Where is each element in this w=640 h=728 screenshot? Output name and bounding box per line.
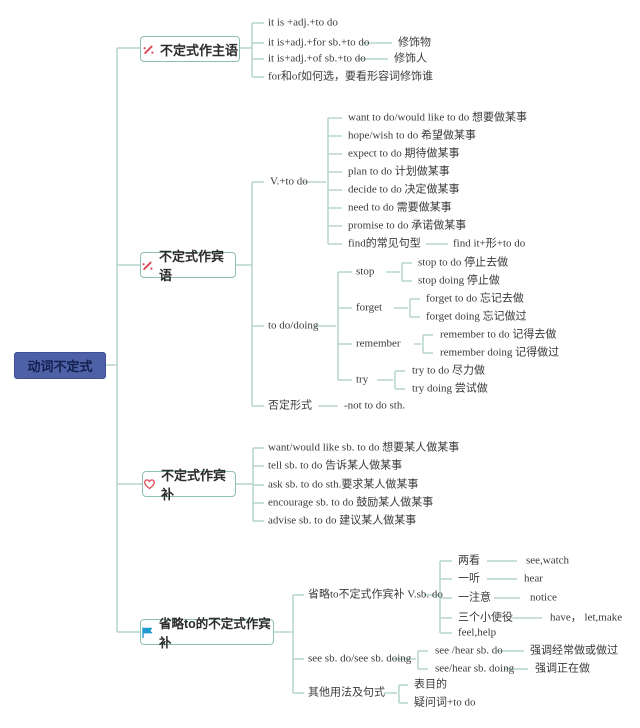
tree-node[interactable]: forget doing 忘记做过 bbox=[426, 310, 527, 323]
tree-node-note[interactable]: 修饰人 bbox=[394, 52, 427, 65]
tree-node[interactable]: need to do 需要做某事 bbox=[348, 201, 452, 214]
tree-node[interactable]: see /hear sb. do bbox=[435, 644, 503, 657]
tree-node-note[interactable]: hear bbox=[524, 572, 543, 585]
tree-node-note[interactable]: see,watch bbox=[526, 554, 570, 567]
root-node[interactable]: 动词不定式 bbox=[14, 352, 106, 379]
tree-node[interactable]: it is+adj.+of sb.+to do bbox=[268, 52, 366, 65]
branch-omit-to-infinitive-complement[interactable]: 省略to的不定式作宾补 bbox=[140, 617, 274, 650]
tree-node[interactable]: V.+to do bbox=[270, 175, 308, 188]
tree-node[interactable]: 表目的 bbox=[414, 678, 447, 691]
tree-node[interactable]: decide to do 决定做某事 bbox=[348, 183, 460, 196]
branch-infinitive-as-object-complement[interactable]: 不定式作宾补 bbox=[142, 468, 236, 502]
tree-node[interactable]: plan to do 计划做某事 bbox=[348, 165, 450, 178]
branch-label: 不定式作宾语 bbox=[159, 249, 225, 283]
tree-node[interactable]: for和of如何选，要看形容词修饰谁 bbox=[268, 70, 433, 83]
tree-node-note[interactable]: 强调正在做 bbox=[535, 662, 590, 675]
tree-node[interactable]: remember doing 记得做过 bbox=[440, 346, 560, 359]
tree-node[interactable]: tell sb. to do 告诉某人做某事 bbox=[268, 459, 403, 472]
tree-node[interactable]: 其他用法及句式 bbox=[308, 686, 385, 699]
tree-node[interactable]: to do/doing bbox=[268, 319, 319, 332]
tree-node[interactable]: forget to do 忘记去做 bbox=[426, 292, 524, 305]
tree-node[interactable]: encourage sb. to do 鼓励某人做某事 bbox=[268, 496, 434, 509]
root-node-label: 动词不定式 bbox=[27, 359, 93, 374]
tree-node[interactable]: ask sb. to do sth.要求某人做某事 bbox=[268, 478, 419, 491]
branch-label: 省略to的不定式作宾补 bbox=[159, 617, 271, 650]
tree-node[interactable]: 三个小使役 bbox=[458, 611, 513, 624]
tree-node[interactable]: it is+adj.+for sb.+to do bbox=[268, 36, 370, 49]
branch-infinitive-as-object[interactable]: 不定式作宾语 bbox=[140, 249, 236, 283]
red-dart-icon bbox=[142, 43, 155, 56]
tree-node-note[interactable]: 修饰物 bbox=[398, 36, 431, 49]
tree-node[interactable]: feel,help bbox=[458, 626, 497, 639]
tree-node[interactable]: remember bbox=[356, 337, 401, 350]
branch-label: 不定式作主语 bbox=[159, 42, 238, 58]
tree-node[interactable]: want/would like sb. to do 想要某人做某事 bbox=[268, 441, 460, 454]
tree-node[interactable]: 两看 bbox=[458, 554, 480, 567]
red-dart-icon bbox=[141, 259, 154, 272]
tree-node[interactable]: forget bbox=[356, 301, 383, 314]
tree-node[interactable]: stop bbox=[356, 265, 375, 278]
tree-node[interactable]: try doing 尝试做 bbox=[412, 382, 488, 395]
tree-node[interactable]: try to do 尽力做 bbox=[412, 364, 486, 377]
heart-icon bbox=[143, 478, 156, 490]
tree-node[interactable]: 一注意 bbox=[458, 591, 491, 604]
tree-node[interactable]: see sb. do/see sb. doing bbox=[308, 652, 412, 665]
tree-node-note[interactable]: notice bbox=[530, 591, 557, 604]
tree-node[interactable]: expect to do 期待做某事 bbox=[348, 147, 460, 160]
tree-node[interactable]: 疑问词+to do bbox=[414, 696, 476, 709]
tree-node-note[interactable]: have， let,make bbox=[550, 611, 623, 624]
tree-node[interactable]: 否定形式 bbox=[268, 399, 312, 412]
tree-node[interactable]: stop doing 停止做 bbox=[418, 274, 500, 287]
tree-node[interactable]: hope/wish to do 希望做某事 bbox=[348, 129, 477, 142]
tree-node[interactable]: remember to do 记得去做 bbox=[440, 328, 557, 341]
tree-node[interactable]: promise to do 承诺做某事 bbox=[348, 219, 467, 232]
tree-node-note[interactable]: find it+形+to do bbox=[453, 237, 526, 250]
tree-node[interactable]: 省略to不定式作宾补 V.sb. do bbox=[308, 588, 443, 601]
tree-node[interactable]: find的常见句型 bbox=[348, 237, 421, 250]
tree-node-note[interactable]: -not to do sth. bbox=[344, 399, 406, 412]
tree-node[interactable]: stop to do 停止去做 bbox=[418, 256, 509, 269]
tree-node[interactable]: see/hear sb. doing bbox=[435, 662, 515, 675]
tree-node[interactable]: advise sb. to do 建议某人做某事 bbox=[268, 514, 417, 527]
tree-node[interactable]: want to do/would like to do 想要做某事 bbox=[348, 111, 528, 124]
blue-flag-icon bbox=[141, 626, 154, 639]
tree-node[interactable]: 一听 bbox=[458, 572, 480, 585]
branch-label: 不定式作宾补 bbox=[161, 468, 227, 502]
tree-node[interactable]: it is +adj.+to do bbox=[268, 16, 338, 29]
branch-infinitive-as-subject[interactable]: 不定式作主语 bbox=[140, 36, 240, 62]
tree-node[interactable]: try bbox=[356, 373, 369, 386]
tree-node-note[interactable]: 强调经常做或做过 bbox=[530, 644, 618, 657]
